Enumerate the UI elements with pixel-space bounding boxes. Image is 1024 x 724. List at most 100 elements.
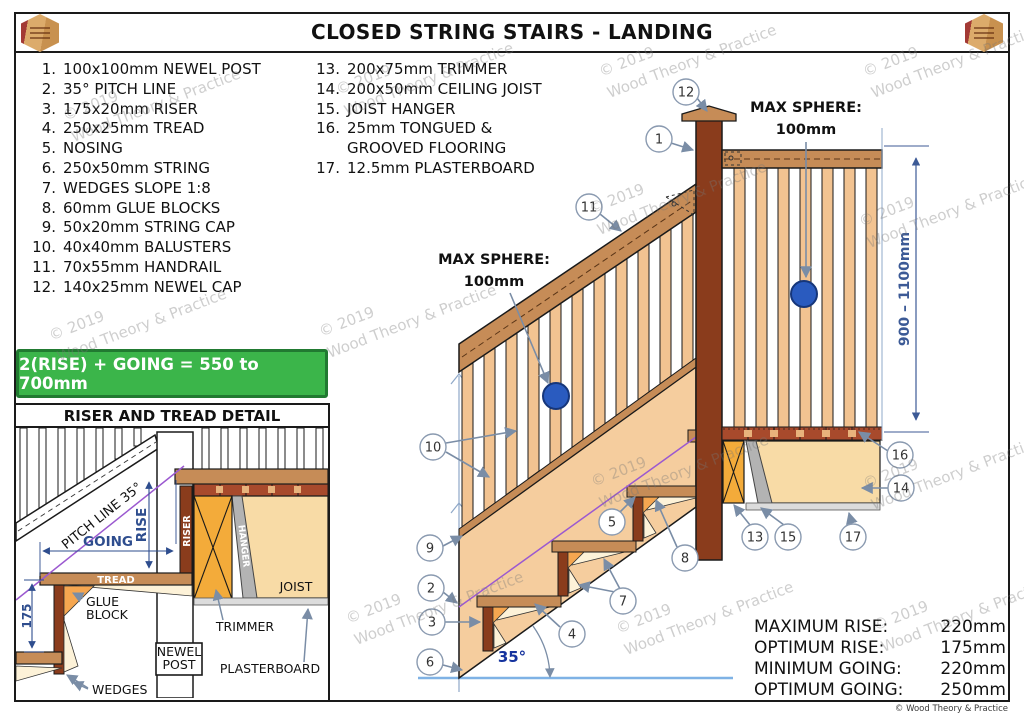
landing-handrail (721, 149, 883, 169)
legend-item: 6.250x50mm STRING (41, 158, 210, 177)
detail-pitch-line (16, 465, 185, 601)
legend-item: 12.140x25mm NEWEL CAP (32, 277, 242, 296)
svg-text:PLASTERBOARD: PLASTERBOARD (220, 661, 320, 676)
legend-column-1: 1.100x100mm NEWEL POST 2.35° PITCH LINE … (18, 60, 261, 298)
svg-text:WEDGES: WEDGES (92, 682, 147, 697)
legend-item: 13.200x75mm TRIMMER (316, 60, 508, 78)
svg-text:14: 14 (893, 482, 910, 497)
callout-3: 3 (418, 608, 446, 636)
max-sphere-ball (542, 382, 570, 410)
callout-7: 7 (609, 587, 637, 615)
svg-text:8: 8 (681, 552, 689, 567)
legend-item: 10.40x40mm BALUSTERS (32, 238, 232, 257)
callout-9: 9 (416, 534, 444, 562)
height-dimension: 900 – 1100mm (881, 128, 929, 440)
svg-text:GOING: GOING (83, 534, 133, 550)
svg-text:15: 15 (780, 531, 797, 546)
svg-text:GLUE: GLUE (86, 594, 119, 609)
detail-wedge (16, 665, 63, 682)
riser-tread-detail-panel: RISER TREAD HANGER PITCH LINE 35° GOING (14, 428, 330, 702)
detail-labels: GLUE BLOCK WEDGES TRIMMER JOIST PLASTERB… (66, 579, 320, 697)
svg-text:RISER: RISER (182, 515, 193, 547)
newel-cap (681, 105, 737, 122)
copyright-credit: © Wood Theory & Practice (894, 704, 1008, 714)
svg-text:NEWEL: NEWEL (157, 644, 202, 659)
stats-row: MAXIMUM RISE:220mm (754, 617, 1006, 637)
callout-12: 12 (672, 78, 700, 106)
svg-text:900 – 1100mm: 900 – 1100mm (897, 232, 913, 346)
svg-text:2: 2 (427, 582, 435, 597)
svg-text:100mm: 100mm (776, 122, 837, 138)
legend-item: 16.25mm TONGUED & (316, 119, 493, 138)
legend-item: 4.250x25mm TREAD (41, 119, 205, 138)
page-title: CLOSED STRING STAIRS - LANDING (311, 20, 713, 44)
legend-item: 7.WEDGES SLOPE 1:8 (41, 178, 211, 197)
svg-text:13: 13 (747, 531, 764, 546)
max-sphere-annotation-right: MAX SPHERE: 100mm (750, 100, 862, 308)
detail-landing-nosing (174, 468, 328, 485)
svg-text:35°: 35° (498, 648, 526, 666)
stats-row: MINIMUM GOING:220mm (754, 659, 1006, 679)
callout-4: 4 (558, 620, 586, 648)
legend-item: 8.60mm GLUE BLOCKS (41, 198, 221, 217)
legend-item: GROOVED FLOORING (347, 139, 507, 158)
svg-text:BLOCK: BLOCK (86, 607, 129, 622)
svg-text:5: 5 (608, 516, 616, 531)
stats-row: OPTIMUM GOING:250mm (754, 680, 1006, 700)
callout-1: 1 (645, 125, 673, 153)
pitch-line (458, 431, 704, 608)
svg-text:TRIMMER: TRIMMER (215, 619, 274, 634)
detail-panel-title: RISER AND TREAD DETAIL (14, 403, 330, 428)
plasterboard (745, 502, 881, 511)
pitch-angle-annotation: 35° (498, 625, 555, 678)
detail-175-dim: 175 (20, 579, 44, 653)
callout-10: 10 (419, 433, 447, 461)
callout-6: 6 (416, 648, 444, 676)
svg-text:4: 4 (568, 628, 576, 643)
svg-text:16: 16 (892, 449, 909, 464)
callout-13: 13 (741, 523, 769, 551)
stats-table: MAXIMUM RISE:220mm OPTIMUM RISE:175mm MI… (754, 617, 1006, 701)
svg-text:TREAD: TREAD (97, 575, 134, 586)
legend-item: 1.100x100mm NEWEL POST (41, 60, 261, 78)
callout-14: 14 (887, 474, 915, 502)
callout-8: 8 (671, 544, 699, 572)
svg-text:10: 10 (425, 441, 442, 456)
legend-item: 17.12.5mm PLASTERBOARD (316, 158, 535, 177)
title-divider (14, 51, 1010, 53)
svg-text:17: 17 (845, 531, 862, 546)
detail-wedge (63, 619, 79, 673)
legend-item: 14.200x50mm CEILING JOIST (316, 79, 542, 98)
svg-text:1: 1 (655, 133, 663, 148)
landing-floor-structure (721, 426, 883, 511)
svg-text:RISE: RISE (134, 508, 150, 542)
stats-row: OPTIMUM RISE:175mm (754, 638, 1006, 658)
max-sphere-ball (790, 280, 818, 308)
svg-text:POST: POST (163, 657, 196, 672)
legend-item: 15.JOIST HANGER (316, 99, 456, 118)
detail-drawing: RISER TREAD HANGER PITCH LINE 35° GOING (16, 428, 328, 698)
detail-riser-upper: RISER (179, 485, 193, 575)
legend-item: 2.35° PITCH LINE (41, 79, 177, 98)
svg-text:12: 12 (678, 86, 695, 101)
svg-text:MAX SPHERE:: MAX SPHERE: (438, 252, 550, 268)
detail-rise-dim: RISE (134, 481, 153, 569)
svg-text:MAX SPHERE:: MAX SPHERE: (750, 100, 862, 116)
callouts: 1 12 11 10 9 2 3 6 5 7 4 8 13 15 17 16 1… (416, 78, 915, 676)
svg-text:JOIST: JOIST (279, 579, 313, 594)
svg-text:7: 7 (619, 595, 627, 610)
callout-15: 15 (774, 523, 802, 551)
legend-item: 5.NOSING (41, 139, 123, 158)
callout-5: 5 (598, 508, 626, 536)
legend-item: 3.175x20mm RISER (41, 99, 198, 118)
page-border (14, 12, 1010, 702)
detail-plasterboard (193, 597, 328, 606)
svg-text:3: 3 (428, 616, 436, 631)
svg-text:100mm: 100mm (464, 274, 525, 290)
legend-item: 11.70x55mm HANDRAIL (32, 257, 222, 276)
max-sphere-annotation-left: MAX SPHERE: 100mm (438, 252, 570, 410)
callout-16: 16 (886, 441, 914, 469)
svg-text:9: 9 (426, 542, 434, 557)
